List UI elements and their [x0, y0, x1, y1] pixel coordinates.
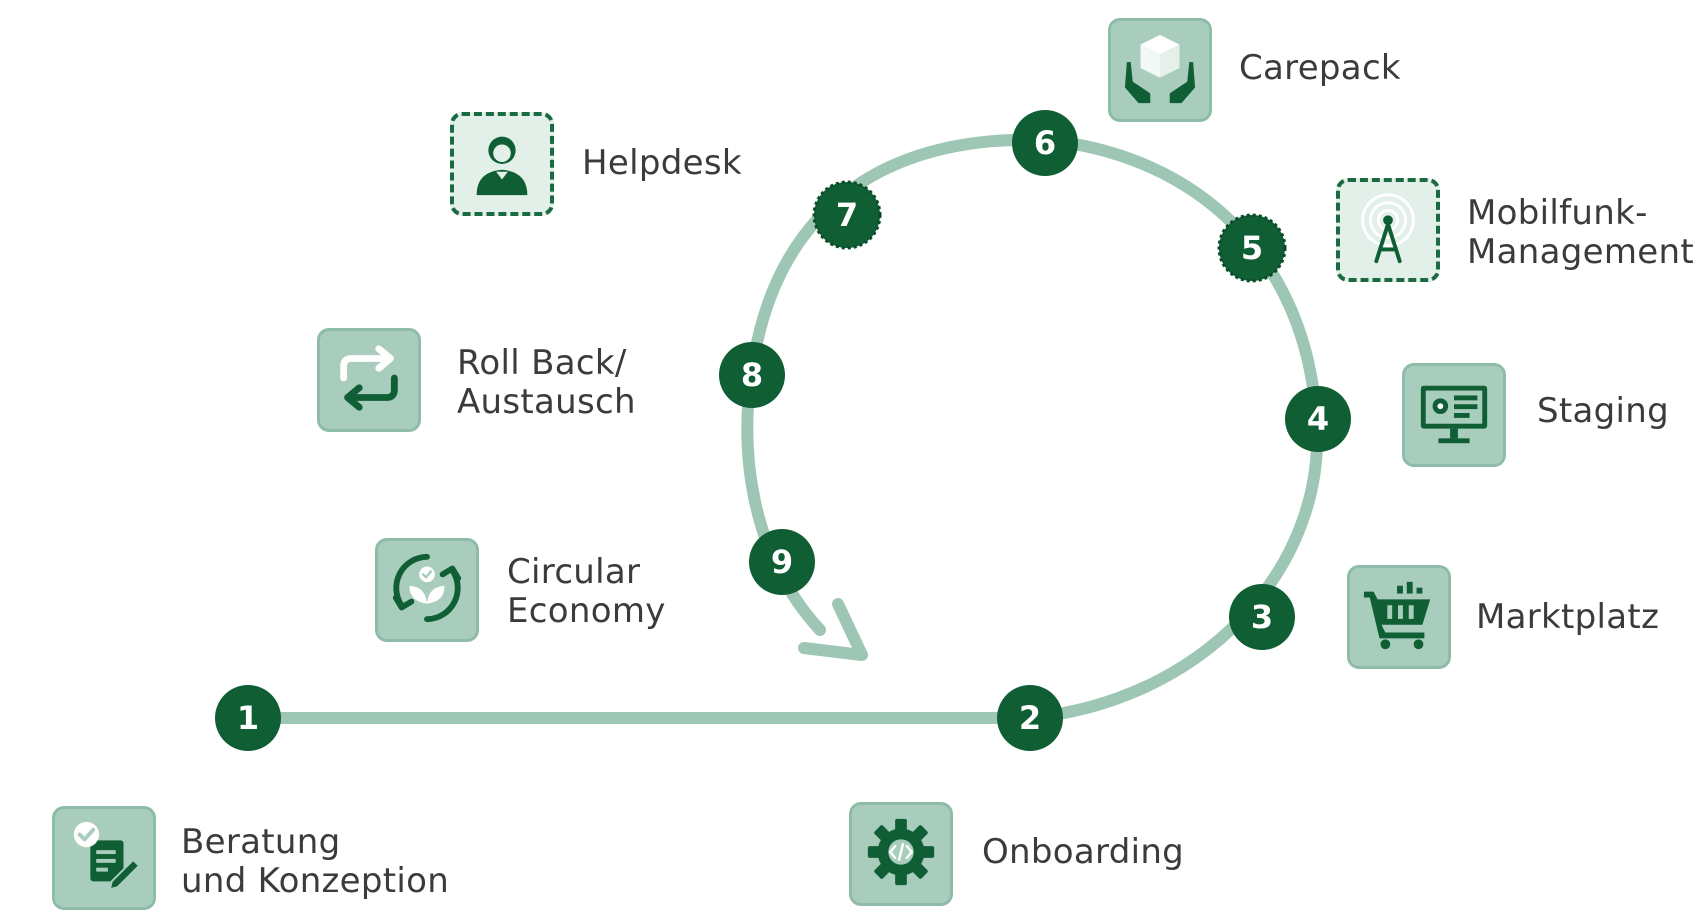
- step-node-7: 7: [812, 180, 882, 250]
- tile-onboarding: [849, 802, 953, 906]
- tile-beratung: [52, 806, 156, 910]
- step-node-6: 6: [1012, 110, 1078, 176]
- label-marktplatz: Marktplatz: [1476, 597, 1660, 637]
- tile-circular: [375, 538, 479, 642]
- step-node-8: 8: [719, 342, 785, 408]
- step-node-number: 9: [771, 543, 793, 581]
- step-node-number: 1: [237, 699, 259, 737]
- tile-staging: [1402, 363, 1506, 467]
- step-node-circle: [215, 685, 281, 751]
- step-node-1: 1: [215, 685, 281, 751]
- step-node-circle: [1012, 110, 1078, 176]
- tile-helpdesk: [450, 112, 554, 216]
- monitor-settings-icon: [1415, 374, 1493, 456]
- step-node-number: 8: [741, 356, 763, 394]
- step-node-number: 3: [1251, 598, 1273, 636]
- step-node-number: 2: [1019, 699, 1041, 737]
- label-carepack: Carepack: [1239, 48, 1401, 88]
- step-node-circle: [749, 529, 815, 595]
- document-check-pen-icon: [65, 817, 143, 899]
- label-helpdesk: Helpdesk: [582, 143, 742, 183]
- recycle-leaf-icon: [388, 549, 466, 631]
- step-node-number: 5: [1241, 229, 1263, 267]
- step-node-2: 2: [997, 685, 1063, 751]
- step-node-number: 7: [836, 196, 858, 234]
- step-node-9: 9: [749, 529, 815, 595]
- label-rollback: Roll Back/Austausch: [457, 343, 636, 422]
- label-staging: Staging: [1537, 391, 1670, 431]
- gear-code-icon: [862, 813, 940, 895]
- user-headset-icon: [463, 123, 541, 205]
- step-node-circle: [812, 180, 882, 250]
- step-node-circle: [1217, 213, 1287, 283]
- tile-carepack: [1108, 18, 1212, 122]
- track-arrowhead: [798, 598, 868, 661]
- step-node-circle: [997, 685, 1063, 751]
- tile-marktplatz: [1347, 565, 1451, 669]
- label-mobilfunk: Mobilfunk-Management: [1467, 193, 1694, 272]
- exchange-arrows-icon: [330, 339, 408, 421]
- tile-mobilfunk: [1336, 178, 1440, 282]
- label-onboarding: Onboarding: [982, 832, 1185, 872]
- step-node-5: 5: [1217, 213, 1287, 283]
- step-node-3: 3: [1229, 584, 1295, 650]
- shopping-cart-icon: [1360, 576, 1438, 658]
- hands-box-icon: [1121, 29, 1199, 111]
- step-node-circle: [1229, 584, 1295, 650]
- tile-rollback: [317, 328, 421, 432]
- radio-tower-icon: [1349, 189, 1427, 271]
- step-node-number: 6: [1034, 124, 1056, 162]
- step-node-circle: [1285, 386, 1351, 452]
- step-node-circle: [719, 342, 785, 408]
- step-node-number: 4: [1307, 400, 1329, 438]
- step-node-4: 4: [1285, 386, 1351, 452]
